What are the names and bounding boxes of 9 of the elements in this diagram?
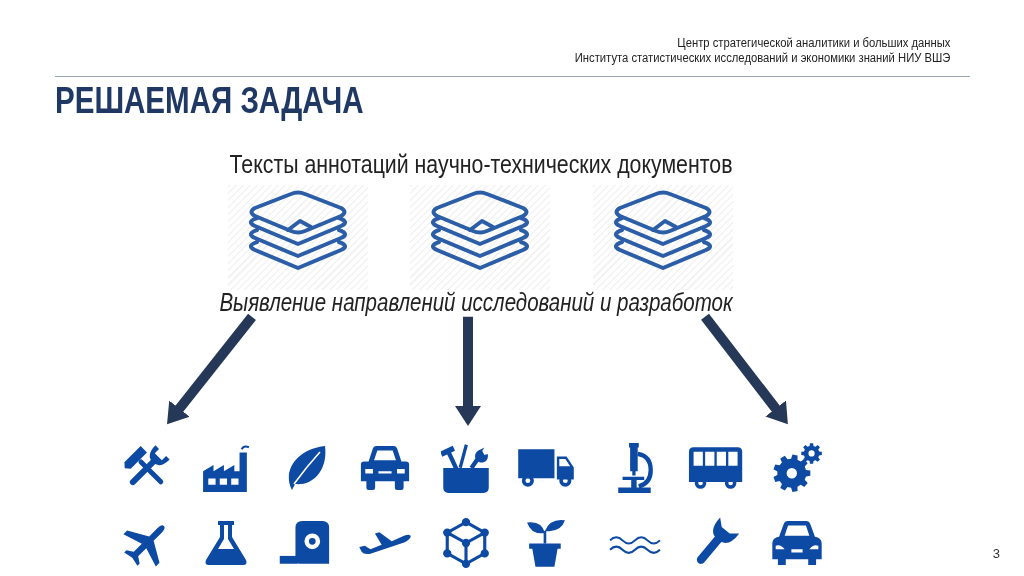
header-text: Института статистических исследований и экономики знаний НИУ ВШЭ <box>574 51 950 66</box>
section-heading: Тексты аннотаций научно-технических документов <box>229 150 733 180</box>
italic-caption: Выявление направлений исследований и разработок <box>219 288 733 317</box>
arrow <box>701 313 788 425</box>
arrow <box>455 316 481 426</box>
arrow <box>167 313 256 425</box>
page-number: 3 <box>992 547 1000 562</box>
slide-title: РЕШАЕМАЯ ЗАДАЧА <box>55 80 364 122</box>
header-text: Центр стратегической аналитики и больших данных <box>676 36 950 51</box>
